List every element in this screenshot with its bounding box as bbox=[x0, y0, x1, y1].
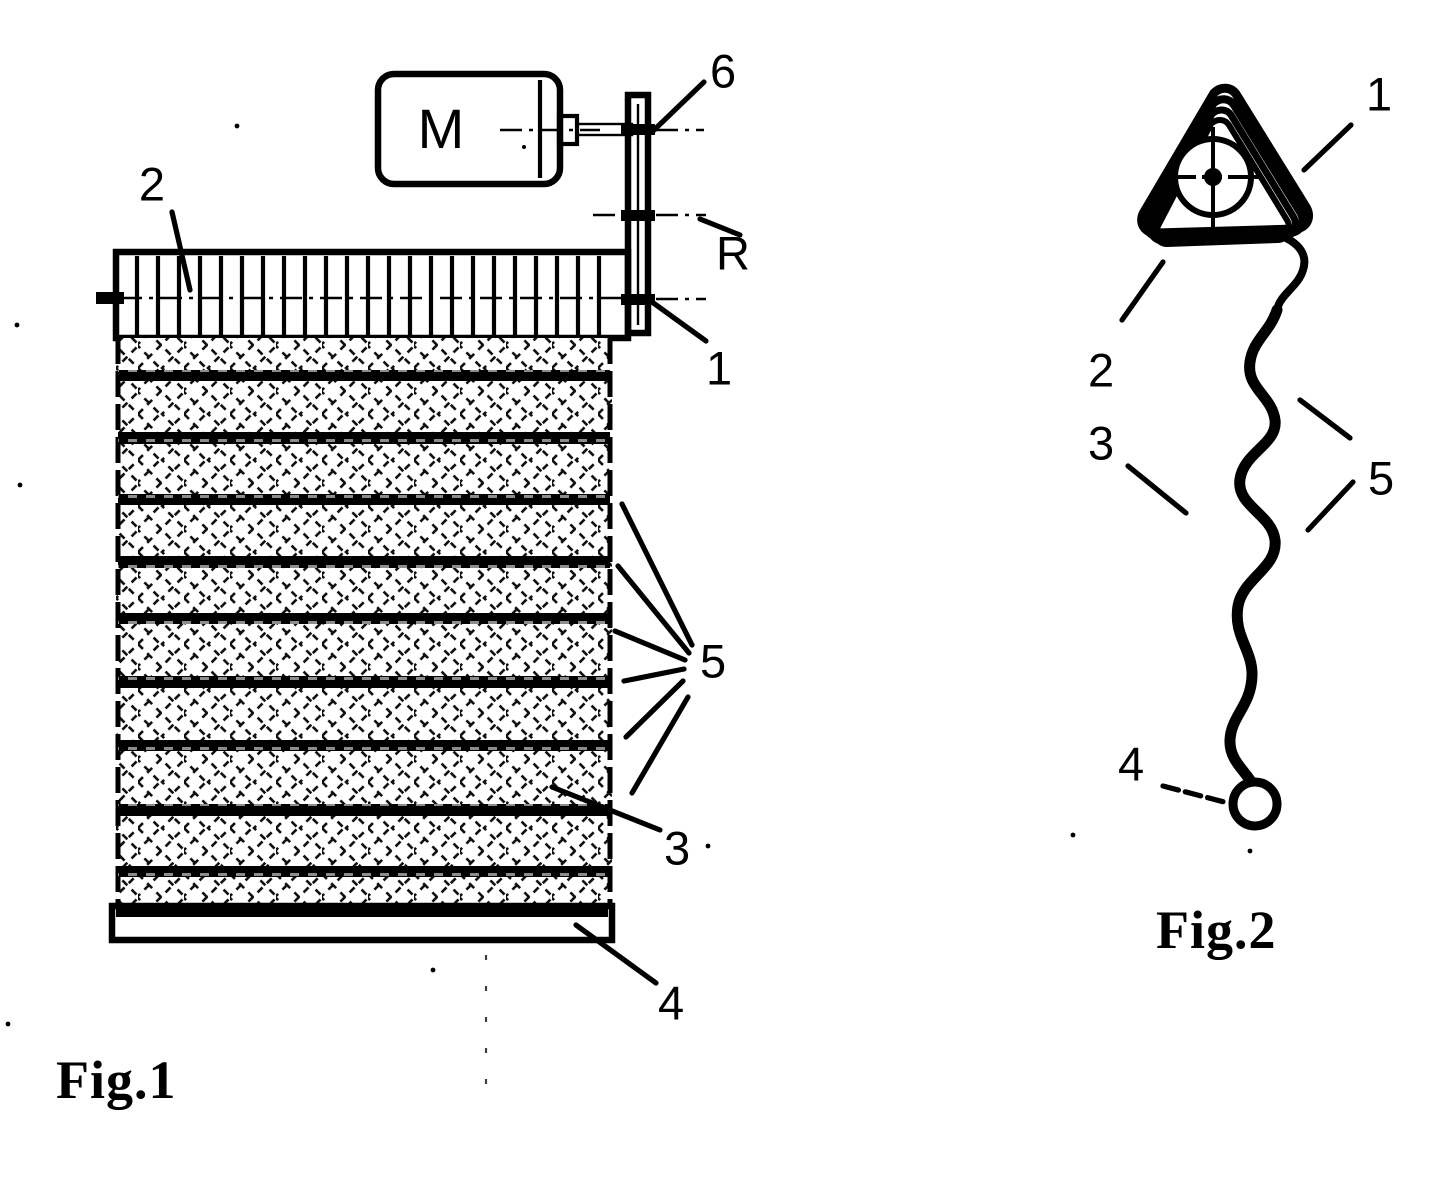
speckle-dot bbox=[705, 843, 711, 849]
band bbox=[118, 432, 610, 444]
leader-line-6 bbox=[650, 79, 707, 134]
ref-label-1: 1 bbox=[706, 341, 732, 394]
ref-label-fig2-1: 1 bbox=[1366, 67, 1392, 120]
rail-marker-top bbox=[621, 124, 704, 135]
speckle-dot bbox=[522, 145, 526, 149]
ref-label-4: 4 bbox=[658, 976, 684, 1029]
band bbox=[118, 494, 610, 505]
vertical-rail-assembly bbox=[593, 91, 706, 337]
ref-label-R: R bbox=[716, 226, 750, 279]
band bbox=[118, 676, 610, 688]
ref-label-fig2-2: 2 bbox=[1088, 343, 1114, 396]
leader-fan-5 bbox=[612, 501, 695, 796]
motor-assembly: M bbox=[374, 70, 634, 188]
band bbox=[118, 740, 610, 751]
figure-2-caption: Fig.2 bbox=[1156, 900, 1277, 960]
rail-marker-bot-block bbox=[621, 294, 655, 305]
leader-line-fig2-2 bbox=[1119, 259, 1166, 323]
leader-line-3 bbox=[549, 784, 663, 833]
ref-label-3: 3 bbox=[664, 821, 690, 874]
speckle-dot bbox=[14, 322, 20, 328]
leader-line-2 bbox=[169, 209, 193, 293]
speckle-dot bbox=[234, 123, 240, 129]
motor-label: M bbox=[418, 97, 465, 160]
rail-marker-bottom bbox=[621, 294, 706, 305]
leader-line-fig2-5a bbox=[1297, 397, 1353, 441]
band bbox=[118, 804, 610, 816]
leader-line-fig2-4 bbox=[1160, 783, 1231, 806]
base-plate-top-fill bbox=[116, 906, 608, 917]
band bbox=[118, 866, 610, 877]
base-plate bbox=[108, 902, 616, 944]
coil-exit-tail bbox=[1273, 233, 1309, 312]
leader-line-fig2-3 bbox=[1125, 463, 1189, 516]
coil-turn-3 bbox=[1147, 106, 1300, 245]
band bbox=[118, 613, 610, 624]
coil-axis-marker bbox=[1162, 127, 1266, 227]
speckle-dot bbox=[17, 482, 23, 488]
rail-marker-mid-block bbox=[621, 210, 655, 221]
speckle-dot bbox=[1070, 832, 1076, 838]
ref-label-fig2-5: 5 bbox=[1368, 451, 1394, 504]
rail-marker-middle bbox=[593, 210, 706, 221]
figure-1-group: M bbox=[5, 44, 750, 1110]
ref-label-fig2-4: 4 bbox=[1118, 737, 1144, 790]
coil-center-dot bbox=[1204, 168, 1222, 186]
leader-line-fig2-1 bbox=[1301, 122, 1354, 173]
ref-label-fig2-3: 3 bbox=[1088, 416, 1114, 469]
leader-line-R bbox=[697, 216, 743, 238]
band bbox=[118, 370, 610, 381]
leader-line-1 bbox=[649, 299, 709, 344]
terminal-bead bbox=[1228, 777, 1282, 831]
reinforcement-bands bbox=[118, 370, 610, 877]
leader-line-4 bbox=[573, 922, 659, 986]
figure-2-group: 1 2 3 5 4 Fig.2 bbox=[1070, 67, 1394, 960]
ref-label-2: 2 bbox=[139, 157, 165, 210]
speckle-dot bbox=[430, 967, 436, 973]
speckle-dot bbox=[1247, 848, 1253, 854]
hatched-body bbox=[115, 338, 613, 908]
figure-1-caption: Fig.1 bbox=[56, 1050, 177, 1110]
ref-label-6: 6 bbox=[710, 44, 736, 97]
ref-label-5: 5 bbox=[700, 634, 726, 687]
leader-line-fig2-5b bbox=[1305, 479, 1356, 533]
comb-left-marker bbox=[96, 292, 124, 304]
wavy-strand bbox=[1224, 304, 1283, 792]
rail-marker-top-block bbox=[621, 124, 655, 135]
triangular-spiral-coil bbox=[1137, 83, 1313, 312]
comb-layer bbox=[96, 248, 632, 342]
band bbox=[118, 556, 610, 568]
comb-outer-frame bbox=[112, 248, 632, 342]
speckle-dot bbox=[5, 1021, 11, 1027]
